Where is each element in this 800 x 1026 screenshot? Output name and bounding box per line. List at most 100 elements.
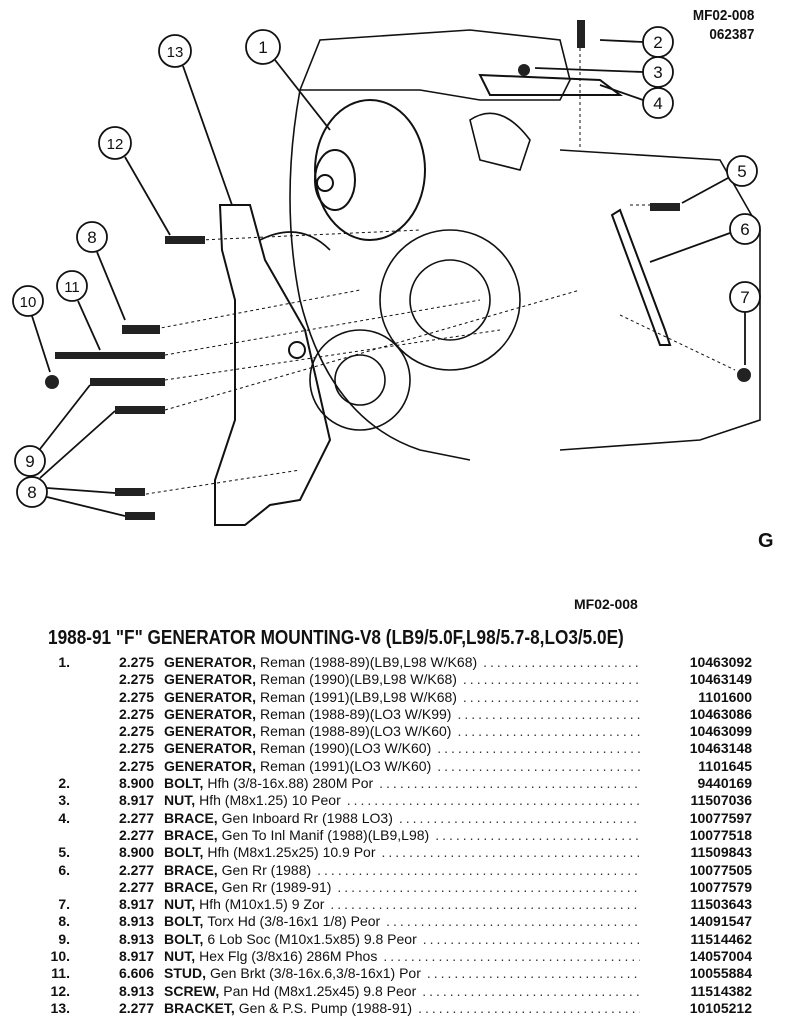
part-description: NUT,Hfh (M8x1.25) 10 Peor xyxy=(164,792,646,809)
item-number xyxy=(40,827,70,844)
callout-4: 4 xyxy=(599,84,674,119)
item-number xyxy=(40,706,70,723)
part-name: NUT, xyxy=(164,948,196,965)
dot-leader xyxy=(383,948,640,965)
dot-leader xyxy=(317,862,640,879)
part-number: 10463092 xyxy=(689,654,752,670)
part-description: BOLT,Hfh (M8x1.25x25) 10.9 Por xyxy=(164,844,646,861)
group-number: 6.606 xyxy=(118,965,154,982)
part-number: 9440169 xyxy=(697,775,752,792)
item-number xyxy=(40,879,70,896)
group-number: 2.275 xyxy=(118,688,154,705)
svg-text:12: 12 xyxy=(107,136,124,153)
bracket xyxy=(214,204,332,526)
illustration-code: MF02-008 xyxy=(692,7,755,24)
svg-text:4: 4 xyxy=(653,94,662,113)
item-number xyxy=(40,740,70,757)
item-number xyxy=(40,671,70,688)
group-number: 2.275 xyxy=(118,757,154,774)
part-description: BRACE,Gen To Inl Manif (1988)(LB9,L98) xyxy=(164,827,646,844)
part-name: GENERATOR, xyxy=(164,688,257,705)
dot-leader xyxy=(463,671,640,688)
group-number: 8.913 xyxy=(118,982,154,999)
part-detail: Hex Flg (3/8x16) 286M Phos xyxy=(199,948,378,965)
part-detail: Gen Rr (1989-91) xyxy=(221,878,332,895)
group-number: 8.917 xyxy=(118,896,154,913)
dot-leader xyxy=(457,723,640,740)
part-number: 10077505 xyxy=(689,861,752,878)
parts-row: 13. 2.277 BRACKET,Gen & P.S. Pump (1988-91… xyxy=(40,1000,752,1017)
dot-leader xyxy=(423,931,640,948)
group-number: 8.913 xyxy=(118,930,154,947)
dot-leader xyxy=(483,654,640,671)
part-detail: Reman (1990)(LB9,L98 W/K68) xyxy=(260,671,457,688)
part-name: BRACE, xyxy=(164,878,218,895)
item-number: 9. xyxy=(58,930,70,947)
callout-13: 13 xyxy=(158,34,233,206)
group-number: 8.900 xyxy=(118,844,154,861)
callout-10: 10 xyxy=(12,285,51,373)
part-number: 10105212 xyxy=(689,999,752,1016)
group-number: 8.913 xyxy=(118,913,154,930)
dot-leader xyxy=(427,965,640,982)
rear-brace xyxy=(478,73,672,346)
group-number: 8.917 xyxy=(118,792,154,809)
part-name: NUT, xyxy=(164,896,196,913)
dot-leader xyxy=(457,706,640,723)
part-detail: Reman (1990)(LO3 W/K60) xyxy=(260,740,432,757)
part-name: BRACKET, xyxy=(164,999,235,1016)
part-number: 10077597 xyxy=(689,809,752,826)
group-number: 2.277 xyxy=(118,809,154,826)
dot-leader xyxy=(422,983,640,1000)
callout-3: 3 xyxy=(534,56,674,88)
dot-leader xyxy=(379,775,640,792)
generator xyxy=(314,99,426,241)
item-number: 10. xyxy=(50,948,70,965)
illustration-code-block: MF02-008 062387 xyxy=(693,6,755,44)
part-description: GENERATOR,Reman (1988-89)(LO3 W/K60) xyxy=(164,723,646,740)
part-description: GENERATOR,Reman (1988-89)(LO3 W/K99) xyxy=(164,706,646,723)
part-detail: Reman (1988-89)(LO3 W/K60) xyxy=(260,723,452,740)
callout-8-lower: 8 xyxy=(16,410,126,517)
part-name: SCREW, xyxy=(164,982,220,999)
item-number: 6. xyxy=(58,861,70,878)
part-name: BOLT, xyxy=(164,775,204,792)
part-description: BOLT,Hfh (3/8-16x.88) 280M Por xyxy=(164,775,646,792)
part-number: 10055884 xyxy=(689,965,752,982)
group-number: 2.275 xyxy=(118,723,154,740)
svg-text:11: 11 xyxy=(64,279,80,296)
item-number: 5. xyxy=(58,844,70,861)
part-name: GENERATOR, xyxy=(164,705,257,722)
section-title: 1988-91 "F" GENERATOR MOUNTING-V8 (LB9/5… xyxy=(48,627,624,649)
part-number: 11514462 xyxy=(690,930,752,947)
dot-leader xyxy=(437,740,640,757)
item-number: 13. xyxy=(50,999,70,1016)
group-number: 2.277 xyxy=(118,999,154,1016)
item-number: 8. xyxy=(58,913,70,930)
part-description: GENERATOR,Reman (1988-89)(LB9,L98 W/K68) xyxy=(164,654,646,671)
part-number: 11514382 xyxy=(690,982,752,999)
dot-leader xyxy=(463,689,640,706)
part-detail: Gen & P.S. Pump (1988-91) xyxy=(238,999,413,1016)
item-number: 1. xyxy=(58,654,70,670)
part-name: BOLT, xyxy=(164,930,204,947)
group-number: 2.275 xyxy=(118,705,154,722)
part-description: SCREW,Pan Hd (M8x1.25x45) 9.8 Peor xyxy=(164,983,646,1000)
svg-text:8: 8 xyxy=(87,228,96,247)
svg-text:10: 10 xyxy=(20,294,37,311)
part-name: BRACE, xyxy=(164,826,218,843)
item-number: 4. xyxy=(58,809,70,826)
callout-2: 2 xyxy=(599,26,674,58)
part-detail: Hfh (M10x1.5) 9 Zor xyxy=(199,896,325,913)
part-detail: Hfh (M8x1.25) 10 Peor xyxy=(199,792,341,809)
dot-leader xyxy=(418,1000,640,1017)
group-number: 2.275 xyxy=(118,671,154,688)
part-name: BRACE, xyxy=(164,809,218,826)
part-number: 10077579 xyxy=(689,878,752,895)
part-description: NUT,Hex Flg (3/8x16) 286M Phos xyxy=(164,948,646,965)
